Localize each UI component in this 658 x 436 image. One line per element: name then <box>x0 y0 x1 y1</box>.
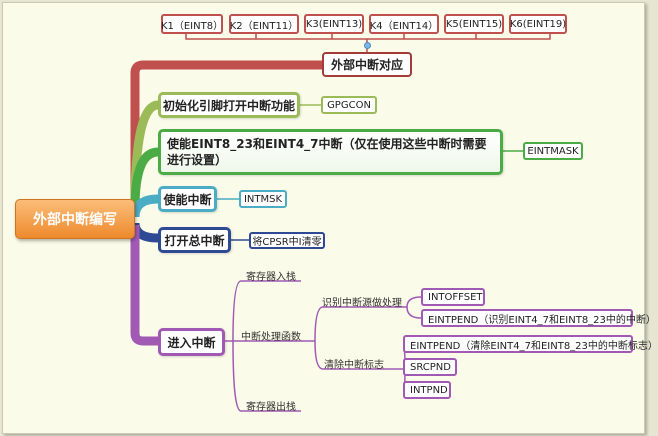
root-node[interactable]: 外部中断编写 <box>15 199 135 239</box>
leaf-intmsk[interactable]: INTMSK <box>239 190 287 208</box>
branch-global-interrupt[interactable]: 打开总中断 <box>158 227 231 253</box>
node-push-registers[interactable]: 寄存器入栈 <box>246 272 296 283</box>
connector-enter <box>130 225 158 346</box>
node-pop-registers[interactable]: 寄存器出栈 <box>246 402 296 413</box>
connector-enable-eint <box>130 147 159 209</box>
branch-enable-eint[interactable]: 使能EINT8_23和EINT4_7中断（仅在使用这些中断时需要进行设置） <box>158 129 503 175</box>
branch-enable-int[interactable]: 使能中断 <box>158 186 217 212</box>
key-node-k6[interactable]: K6(EINT19) <box>509 14 567 34</box>
collapse-dot[interactable] <box>364 42 371 49</box>
node-identify-source[interactable]: 识别中断源做处理 <box>322 298 402 309</box>
node-clear-flags[interactable]: 清除中断标志 <box>324 360 384 371</box>
key-node-k2[interactable]: K2（EINT11） <box>229 14 299 34</box>
keys-header-node[interactable]: 外部中断对应 <box>322 52 412 77</box>
connector-enable-int <box>130 194 159 218</box>
leaf-eintpend-clear[interactable]: EINTPEND（清除EINT4_7和EINT8_23中的中断标志） <box>403 335 658 353</box>
key-node-k4[interactable]: K4（EINT14） <box>369 14 439 34</box>
leaf-intoffset[interactable]: INTOFFSET <box>421 288 485 306</box>
connector-header <box>130 60 322 208</box>
leaf-eintpend-identify[interactable]: EINTPEND（识别EINT4_7和EINT8_23中的中断） <box>421 309 656 327</box>
branch-enter-interrupt[interactable]: 进入中断 <box>158 328 225 356</box>
leaf-clear-cpsr-i[interactable]: 将CPSR中I清零 <box>249 232 325 249</box>
key-node-k5[interactable]: K5(EINT15) <box>444 14 504 34</box>
leaf-gpgcon[interactable]: GPGCON <box>321 96 377 114</box>
leaf-srcpnd[interactable]: SRCPND <box>403 358 457 376</box>
leaf-intpnd[interactable]: INTPND <box>403 381 451 399</box>
key-node-k1[interactable]: K1（EINT8） <box>161 14 223 34</box>
node-handler-function[interactable]: 中断处理函数 <box>241 332 301 343</box>
branch-init-pins[interactable]: 初始化引脚打开中断功能 <box>158 92 300 118</box>
key-node-k3[interactable]: K3(EINT13) <box>304 14 364 34</box>
leaf-eintmask[interactable]: EINTMASK <box>523 142 583 160</box>
